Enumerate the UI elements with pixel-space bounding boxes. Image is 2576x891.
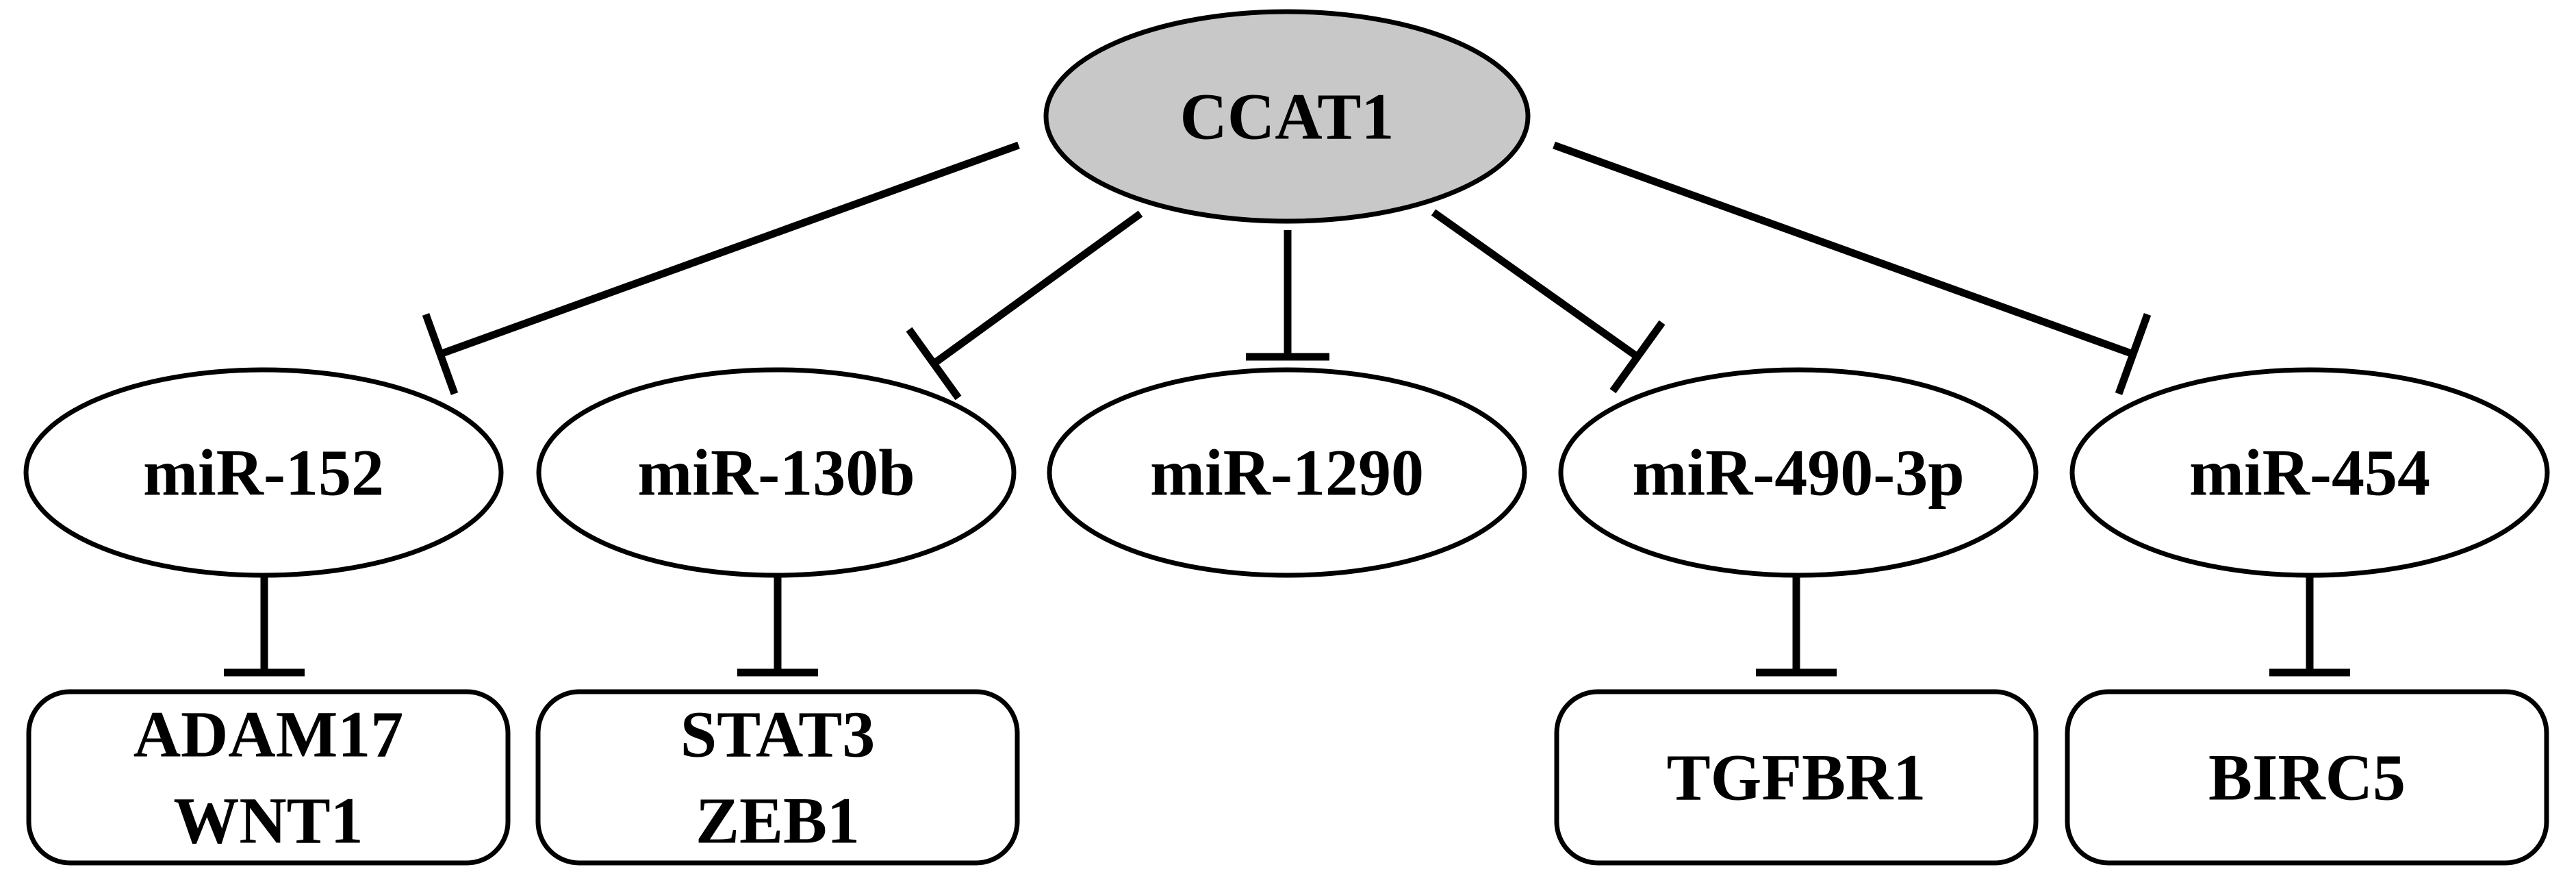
target-label: ZEB1	[696, 784, 860, 857]
edge-ccat1-to-mir-130b	[906, 210, 1143, 401]
mirna-label: miR-454	[2189, 436, 2430, 510]
mirna-label: miR-130b	[637, 436, 915, 510]
edge-mir-152-to-target	[224, 577, 305, 677]
edge-mir-490-3p-to-target	[1756, 577, 1837, 677]
target-box-3: TGFBR1	[1554, 689, 2039, 866]
target-edges	[224, 577, 2350, 677]
target-label: TGFBR1	[1667, 741, 1926, 814]
edge-ccat1-to-mir-1290	[1246, 230, 1329, 361]
target-label: WNT1	[173, 784, 363, 857]
mirna-node-2: miR-130b	[536, 367, 1017, 578]
mirna-node-1: miR-152	[23, 367, 504, 578]
edge-mir-454-to-target	[2269, 577, 2350, 677]
target-box-2: STAT3 ZEB1	[535, 689, 1020, 866]
target-box-4: BIRC5	[2065, 689, 2549, 866]
mirna-label: miR-1290	[1150, 436, 1424, 510]
edge-mir-130b-to-target	[737, 577, 818, 677]
mirna-node-5: miR-454	[2069, 367, 2550, 578]
target-box-1: ADAM17 WNT1	[26, 689, 511, 866]
ccat1-ellipse	[1043, 9, 1531, 224]
ccat1-node: CCAT1	[1043, 9, 1531, 224]
target-label: BIRC5	[2208, 741, 2406, 814]
target-label: STAT3	[680, 698, 876, 771]
mirna-node-3: miR-1290	[1047, 367, 1527, 578]
mirna-node-4: miR-490-3p	[1558, 367, 2039, 578]
mirna-label: miR-152	[143, 436, 384, 510]
edge-ccat1-to-mir-454	[1553, 141, 2152, 395]
root-edges	[422, 141, 2152, 401]
ccat1-label: CCAT1	[1180, 80, 1394, 153]
edge-ccat1-to-mir-152	[422, 141, 1020, 395]
target-label: ADAM17	[133, 698, 404, 771]
mirna-label: miR-490-3p	[1632, 436, 1964, 510]
edge-ccat1-to-mir-490-3p	[1431, 209, 1666, 394]
